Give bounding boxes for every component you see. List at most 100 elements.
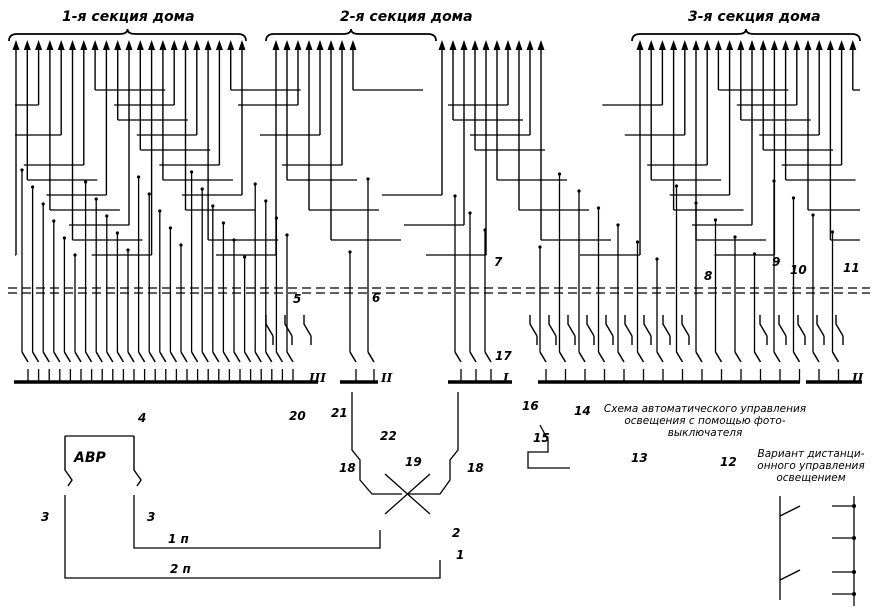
switch-blade (148, 351, 156, 363)
switch-blade (734, 351, 742, 363)
bus-II-label: II (381, 371, 393, 385)
remote-coil (820, 562, 832, 582)
switch-contact (640, 363, 647, 369)
relay-coil (684, 520, 702, 546)
arrow-head (438, 40, 446, 50)
arrow-head (826, 40, 834, 50)
arrow-head (759, 40, 767, 50)
switch-contact (473, 363, 479, 369)
fuse-switch (643, 315, 652, 345)
arrow-head (692, 40, 700, 50)
arrow-head (102, 40, 110, 50)
riser-wires (15, 48, 860, 352)
remote-coil (820, 584, 832, 604)
section-2-label: 2-я секция дома (340, 9, 473, 25)
arrow-head (227, 40, 235, 50)
arrow-head (170, 40, 178, 50)
fuse-switch (624, 315, 633, 345)
fuse-switch (586, 315, 595, 345)
callout-1: 1 (456, 548, 465, 562)
switch-contact (258, 363, 264, 369)
switch-blade (773, 351, 781, 363)
junction-dot (243, 255, 247, 259)
junction-dot (274, 216, 278, 220)
junction-dot (468, 211, 472, 215)
switch-blade (254, 351, 262, 363)
junction-dot (366, 177, 370, 181)
arrow-head (449, 40, 457, 50)
switch-contact (46, 363, 52, 369)
arrow-head (636, 40, 644, 50)
junction-dot (616, 223, 620, 227)
switch-contact (25, 363, 31, 369)
arrow-head (136, 40, 144, 50)
callout-7: 7 (494, 255, 503, 269)
switch-contact (290, 363, 296, 369)
arrow-head (515, 40, 523, 50)
callout-15: 15 (533, 431, 550, 445)
fuse-switch (303, 315, 312, 345)
junction-dot (635, 240, 640, 244)
switch-contact (237, 363, 243, 369)
junction-dot (483, 228, 487, 232)
arrow-head (46, 40, 54, 50)
arrow-head (327, 40, 335, 50)
switch-blade (812, 351, 820, 363)
junction-dot (557, 172, 562, 176)
switch-blade (714, 351, 723, 363)
auto-note-line-2: освещения с помощью фото- (624, 415, 786, 427)
resistor (725, 528, 749, 540)
switch-blade (286, 351, 294, 363)
relay-coil (618, 522, 638, 550)
avr-label: АВР (74, 450, 106, 466)
arrow-head (804, 40, 812, 50)
line-1p-label: 1 п (168, 532, 189, 546)
fuse-switch (548, 315, 557, 345)
junction-dot (264, 199, 268, 203)
fuse-switch (567, 315, 576, 345)
section-brace (631, 28, 861, 42)
switch-contact (543, 363, 549, 369)
switch-contact (99, 363, 105, 369)
arrow-head (670, 40, 678, 50)
switch-contact (718, 363, 725, 369)
switch-contact (738, 363, 744, 369)
switch-blade (233, 351, 241, 363)
relay-enclosure (660, 484, 752, 604)
junction-box (378, 505, 446, 573)
photo-relay-enclosure (568, 464, 650, 604)
switch-contact (78, 363, 84, 369)
remote-note-line-1: Вариант дистанци- (757, 448, 865, 460)
switch-blade (243, 351, 252, 363)
switch-contact (57, 363, 63, 369)
callout-6: 6 (372, 291, 381, 305)
switch-contact (371, 363, 377, 369)
callout-10: 10 (790, 263, 807, 277)
callout-18-left: 18 (339, 461, 356, 475)
switch-blade (169, 351, 178, 363)
junction-dot (253, 182, 257, 186)
switch-contact (757, 363, 764, 369)
cross-wire (384, 473, 431, 515)
relay-14 (557, 400, 569, 416)
switch-contact (131, 363, 137, 369)
avr-contact (133, 436, 142, 487)
arrow-head (12, 40, 20, 50)
switch-contact (601, 363, 608, 369)
switch-contact (699, 363, 705, 369)
switch-blade (74, 351, 82, 363)
switch-blade (617, 351, 625, 363)
switch-contact (562, 363, 569, 369)
switch-blade (675, 351, 684, 363)
arrow-head (272, 40, 280, 50)
arrow-head (159, 40, 167, 50)
junction-dot (158, 209, 162, 213)
arrow-head (125, 40, 133, 50)
switch-contact (621, 363, 627, 369)
timer-12 (695, 458, 715, 478)
arrow-heads (12, 40, 857, 50)
callout-14: 14 (574, 404, 591, 418)
arrow-head (471, 40, 479, 50)
control-circuit (64, 392, 856, 606)
switch-contact (120, 363, 126, 369)
